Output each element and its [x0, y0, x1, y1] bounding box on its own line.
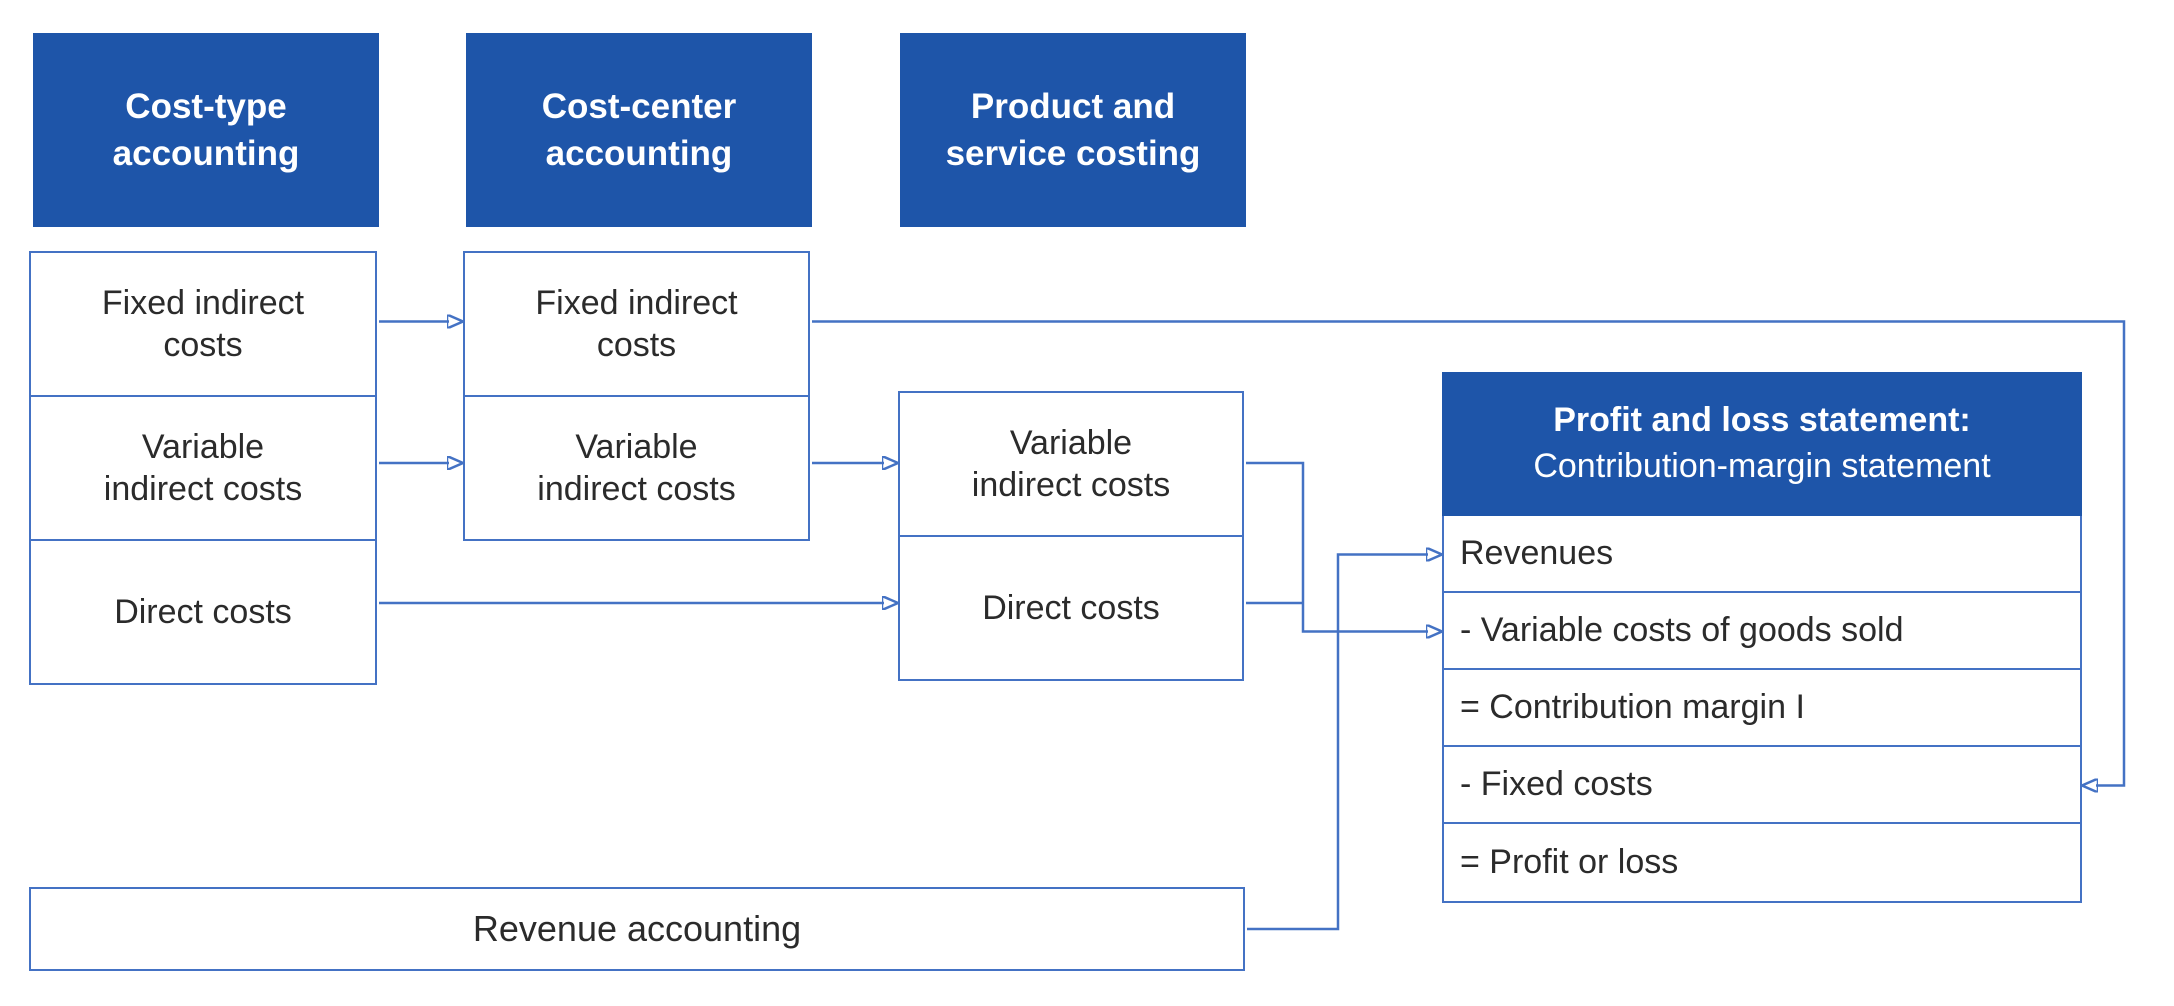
cell-variable-indirect-costs-2: Variable indirect costs: [463, 395, 810, 541]
header-cost-center-accounting: Cost-center accounting: [466, 33, 812, 227]
pnl-header: Profit and loss statement: Contribution-…: [1442, 372, 2082, 516]
revenue-accounting-box: Revenue accounting: [29, 887, 1245, 971]
cell-fixed-indirect-costs-2: Fixed indirect costs: [463, 251, 810, 397]
pnl-row-fixed-costs: - Fixed costs: [1444, 747, 2080, 824]
product-costing-column: Variable indirect costs Direct costs: [898, 391, 1244, 681]
header-product-service-costing: Product and service costing: [900, 33, 1246, 227]
header-cost-type-accounting: Cost-type accounting: [33, 33, 379, 227]
cell-direct-costs-3: Direct costs: [898, 535, 1244, 681]
arrow-revenue-to-revenues-row: [1247, 555, 1428, 931]
cost-center-column: Fixed indirect costs Variable indirect c…: [463, 251, 810, 541]
arrow-merge-to-variable-cogs-row: [1246, 461, 1428, 632]
cell-variable-indirect-costs-1: Variable indirect costs: [29, 395, 377, 541]
pnl-row-profit-or-loss: = Profit or loss: [1460, 843, 1679, 881]
cell-direct-costs-1: Direct costs: [29, 539, 377, 685]
pnl-row-revenues: Revenues: [1444, 516, 2080, 593]
cost-type-column: Fixed indirect costs Variable indirect c…: [29, 251, 377, 685]
pnl-title-line2: Contribution-margin statement: [1533, 447, 1991, 485]
pnl-rows: Revenues - Variable costs of goods sold …: [1442, 516, 2082, 903]
pnl-row-variable-cogs: - Variable costs of goods sold: [1444, 593, 2080, 670]
pnl-title-line1: Profit and loss statement:: [1553, 401, 1971, 440]
profit-loss-statement: Profit and loss statement: Contribution-…: [1442, 372, 2082, 903]
cell-variable-indirect-costs-3: Variable indirect costs: [898, 391, 1244, 537]
cell-fixed-indirect-costs-1: Fixed indirect costs: [29, 251, 377, 397]
pnl-row-contribution-margin: = Contribution margin I: [1444, 670, 2080, 747]
